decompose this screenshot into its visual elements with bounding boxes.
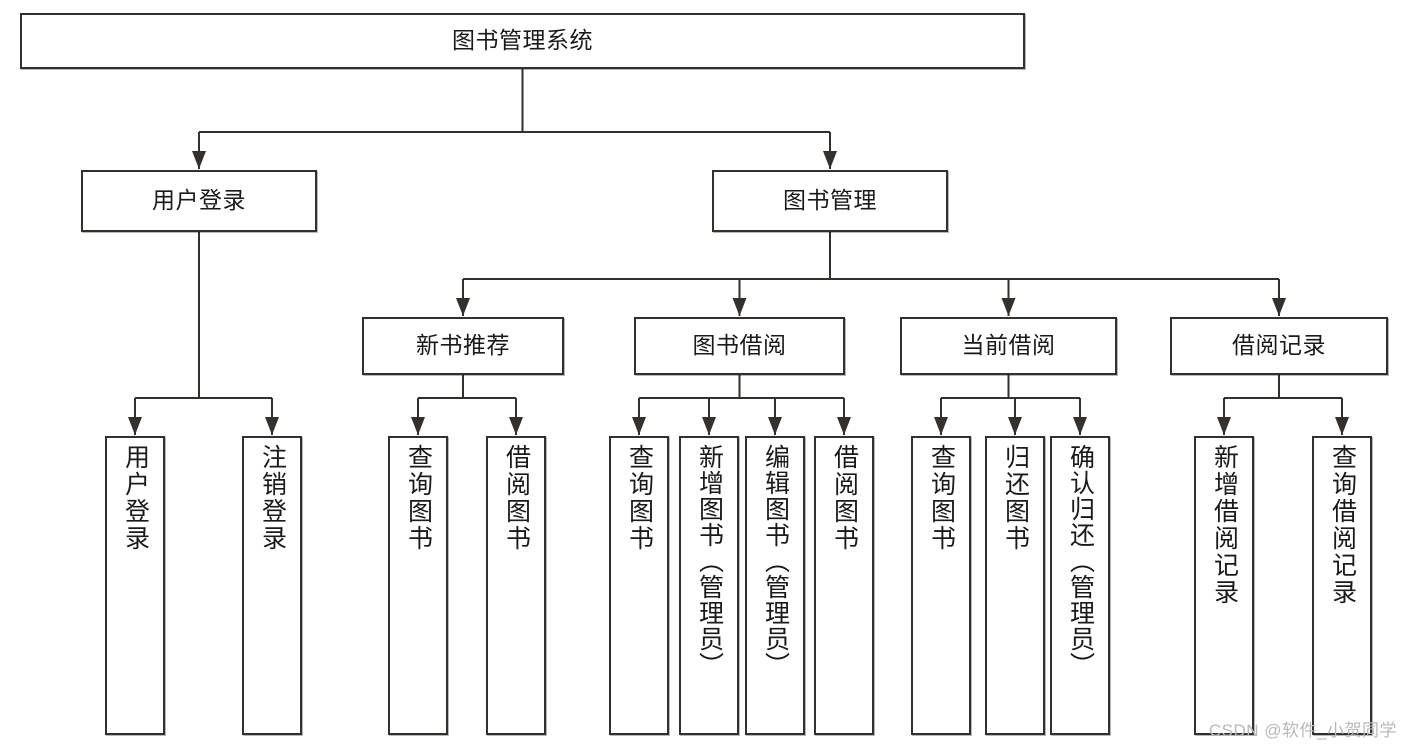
node-label: 借阅图书 xyxy=(830,444,859,552)
node-bookmgmt[interactable]: 图书管理 xyxy=(712,170,948,232)
node-label: 新书推荐 xyxy=(416,332,510,359)
node-records[interactable]: 借阅记录 xyxy=(1170,317,1388,375)
arrowhead-icon xyxy=(1073,417,1087,435)
arrowhead-icon xyxy=(823,151,837,169)
node-label: 借阅记录 xyxy=(1232,332,1326,359)
node-leaf6[interactable]: 新增图书（管理员） xyxy=(679,436,739,735)
node-label: 图书借阅 xyxy=(692,332,787,359)
node-leaf10[interactable]: 归还图书 xyxy=(985,436,1045,735)
node-label: 编辑图书（管理员） xyxy=(761,444,790,678)
arrowhead-icon xyxy=(837,417,851,435)
node-label: 查询图书 xyxy=(927,444,956,552)
arrowhead-icon xyxy=(934,417,948,435)
arrowhead-icon xyxy=(509,417,523,435)
arrowhead-icon xyxy=(456,298,470,316)
node-leaf11[interactable]: 确认归还（管理员） xyxy=(1050,436,1110,735)
node-leaf5[interactable]: 查询图书 xyxy=(609,436,669,735)
node-leaf7[interactable]: 编辑图书（管理员） xyxy=(745,436,805,735)
arrowhead-icon xyxy=(128,417,142,435)
node-label: 确认归还（管理员） xyxy=(1066,444,1095,678)
node-label: 借阅图书 xyxy=(502,444,531,552)
arrowhead-icon xyxy=(192,151,206,169)
node-label: 图书管理 xyxy=(783,187,877,214)
node-root[interactable]: 图书管理系统 xyxy=(20,13,1025,69)
arrowhead-icon xyxy=(732,298,747,316)
node-current[interactable]: 当前借阅 xyxy=(900,317,1117,375)
node-leaf13[interactable]: 查询借阅记录 xyxy=(1312,436,1372,735)
node-label: 查询图书 xyxy=(404,444,433,552)
arrowhead-icon xyxy=(632,417,646,435)
arrowhead-icon xyxy=(1217,417,1231,435)
node-label: 注销登录 xyxy=(258,444,287,552)
node-label: 查询图书 xyxy=(625,444,654,552)
node-leaf8[interactable]: 借阅图书 xyxy=(814,436,874,735)
arrowhead-icon xyxy=(768,417,782,435)
node-label: 查询借阅记录 xyxy=(1328,444,1357,606)
node-label: 用户登录 xyxy=(152,187,246,214)
node-leaf9[interactable]: 查询图书 xyxy=(911,436,971,735)
node-label: 当前借阅 xyxy=(961,332,1056,359)
node-label: 图书管理系统 xyxy=(452,27,593,54)
arrowhead-icon xyxy=(702,417,716,435)
node-label: 新增图书（管理员） xyxy=(695,444,724,678)
arrowhead-icon xyxy=(265,417,279,435)
node-label: 归还图书 xyxy=(1001,444,1030,552)
node-newbook[interactable]: 新书推荐 xyxy=(362,317,564,375)
node-leaf1[interactable]: 用户登录 xyxy=(105,436,165,735)
watermark: CSDN @软件_小贺同学 xyxy=(1208,721,1397,740)
node-leaf2[interactable]: 注销登录 xyxy=(242,436,302,735)
arrowhead-icon xyxy=(1001,298,1016,316)
node-leaf3[interactable]: 查询图书 xyxy=(388,436,448,735)
arrowhead-icon xyxy=(411,417,425,435)
node-label: 用户登录 xyxy=(121,444,150,552)
node-leaf4[interactable]: 借阅图书 xyxy=(486,436,546,735)
node-borrow[interactable]: 图书借阅 xyxy=(634,317,845,375)
arrowhead-icon xyxy=(1335,417,1349,435)
node-login[interactable]: 用户登录 xyxy=(81,170,317,232)
node-label: 新增借阅记录 xyxy=(1210,444,1239,606)
arrowhead-icon xyxy=(1272,298,1286,316)
arrowhead-icon xyxy=(1008,417,1022,435)
node-leaf12[interactable]: 新增借阅记录 xyxy=(1194,436,1254,735)
